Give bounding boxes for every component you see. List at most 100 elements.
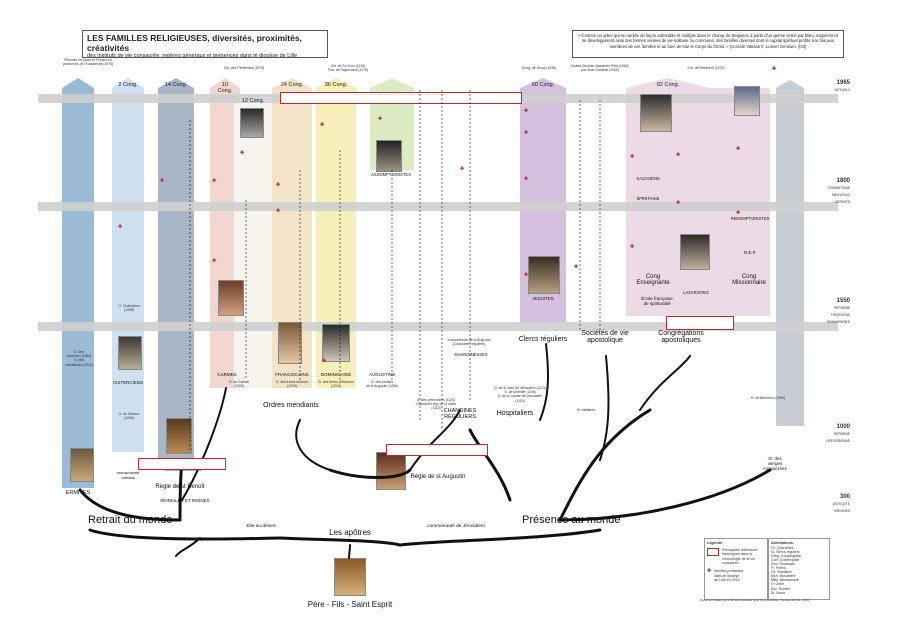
- label-cisterciens: CISTERCIENS: [112, 380, 144, 385]
- label-societes: Sociétés de vie apostolique: [581, 330, 629, 344]
- quote-box: « Comme un arbre qui se ramifie de façon…: [572, 30, 844, 58]
- node-citeaux: O. de Cîteaux (1098): [118, 412, 140, 421]
- abbr-item: Miss. Missionnaire: [771, 578, 799, 583]
- label-regle-augustin: Règle de st Augustin: [410, 474, 466, 480]
- cross-icon: ✚: [707, 567, 712, 574]
- abbr-item: Ch. Chanoines: [771, 545, 794, 550]
- label-jerusalem: communauté de Jérusalem: [427, 524, 485, 529]
- label-moniales: MONIALES ET MOINES: [160, 498, 210, 503]
- note-vatican: · · · · · · · · · · · · · · · · · · · · …: [280, 92, 522, 104]
- cross-icon: ✚: [524, 130, 529, 136]
- cross-icon: ✚: [240, 150, 245, 156]
- node-mineurs: O. des frères mineurs (1209): [275, 380, 309, 389]
- label-lazaristes: LAZARISTES: [683, 290, 709, 295]
- column-count: 36 Cong.: [324, 82, 348, 88]
- portrait-lazariste: [680, 234, 710, 270]
- cross-icon: ✚: [460, 166, 465, 172]
- top-note: Cnt. des Pénitentes (1975): [223, 66, 265, 70]
- cross-icon: ✚: [118, 224, 123, 230]
- abbr-item: Cl. Clercs réguliers: [771, 549, 800, 554]
- node-chanoinesses: chanoinesses de st Augustin (Chanoines r…: [447, 338, 491, 347]
- era-band-1550: [38, 322, 838, 331]
- node-carmel: O. du Carmel (1200): [228, 380, 250, 389]
- label-cong-missionnaire: Cong Missionnaire: [732, 274, 766, 286]
- column-ermites: [62, 78, 94, 488]
- top-note: Institut Séculier Nazaréen Petit (1965) …: [571, 64, 629, 73]
- portrait-franciscain: [278, 322, 302, 364]
- label-augustins: AUGUSTINS: [368, 372, 396, 377]
- column-vierges: [776, 80, 804, 426]
- abbr-item: O. Ordre: [771, 582, 785, 587]
- node-militaires: O. militaires: [577, 408, 595, 412]
- legend-item: familles présentes dans le diocèse de Li…: [714, 568, 744, 583]
- label-retrait: Retrait du monde: [88, 514, 173, 526]
- portrait-jesuite: [528, 256, 560, 294]
- cross-icon: ✚: [676, 200, 681, 206]
- abbr-item: Cong. Congrégation: [771, 553, 802, 558]
- legend-title: Légende:: [707, 541, 723, 545]
- note-benedict: [138, 458, 226, 470]
- note-vatican-ii: [666, 316, 734, 330]
- abbr-item: Sr. Soeur: [771, 590, 786, 595]
- abbr-item: Soc. Société: [771, 586, 791, 591]
- cross-icon: ✚: [524, 176, 529, 182]
- abbr-item: Fd. Fondation: [771, 570, 792, 575]
- era-band-1800: [38, 202, 838, 211]
- cross-icon: ✚: [630, 154, 635, 160]
- cross-icon: ✚: [378, 116, 383, 122]
- label-salesiens: SALESIENS: [636, 176, 660, 181]
- portrait-salesien: [640, 94, 672, 132]
- portrait-missionnaire: [734, 86, 760, 116]
- portrait-12cong: [240, 108, 264, 138]
- cross-icon: ✚: [630, 244, 635, 250]
- top-note: Cong. de Jésus (1535): [521, 66, 557, 70]
- cross-icon: ✚: [276, 208, 281, 214]
- label-clercs: Clercs réguliers: [518, 336, 568, 343]
- cross-icon: ✚: [524, 272, 529, 278]
- abbr-item: Mon. Monastère: [771, 574, 796, 579]
- column-dominicains: [316, 78, 356, 388]
- abbr-item: Cont. Contemplatif: [771, 557, 800, 562]
- title-box: LES FAMILLES RELIGIEUSES, diversités, pr…: [82, 30, 328, 59]
- column-franciscains: [272, 78, 312, 388]
- node-premontres: O. des prémontrés (1120) Chanoines rég. …: [415, 398, 457, 411]
- legend-item: Principales références historiques dans …: [722, 547, 758, 566]
- portrait-carme: [218, 280, 244, 316]
- note-augustin: [386, 444, 488, 456]
- portrait-ermite: [70, 448, 94, 482]
- label-chanoinesses: CHANOINESSES: [454, 352, 488, 357]
- label-redemptoristes: REDEMPTORISTES: [730, 216, 770, 221]
- abbr-title: Abréviations:: [771, 541, 794, 545]
- label-assomptionistes: ASSOMPTIONISTES: [370, 172, 412, 177]
- label-monachisme: monachisme oriental: [116, 470, 140, 480]
- label-carmes: CARMES: [217, 372, 237, 377]
- column-benedictins: [158, 78, 194, 458]
- label-presence: Présence au monde: [522, 514, 621, 526]
- column-count: 24 Cong.: [280, 82, 304, 88]
- portrait-dominicain: [322, 324, 350, 362]
- portrait-assomptioniste: [376, 140, 402, 172]
- column-count: 2 Cong.: [118, 82, 138, 88]
- legend: Légende: Principales références historiq…: [704, 538, 768, 600]
- cross-icon: ✚: [772, 66, 777, 72]
- portrait-benedictin: [166, 418, 192, 454]
- top-note: Cnt. de St. Dom (1216) Frat. de Payennie…: [327, 64, 369, 73]
- label-ermites: ERMITES: [65, 490, 91, 496]
- footnote: Document réalisé par le Service diocésai…: [700, 598, 810, 602]
- label-franciscains: FRANCISCAINS: [275, 372, 309, 377]
- cross-icon: ✚: [524, 108, 529, 114]
- node-bethleem: O. de Bethléem (1950): [750, 396, 786, 400]
- node-hospitaliers-ordres: O. de st Jean de Jérusalem (1113) O. de …: [494, 386, 546, 403]
- portrait-trinite: [334, 558, 366, 596]
- column-count: 12 Cong.: [241, 98, 265, 104]
- label-hospitaliers: Hospitaliers: [496, 410, 534, 417]
- cross-icon: ✚: [322, 358, 327, 364]
- cross-icon: ✚: [212, 178, 217, 184]
- cross-icon: ✚: [676, 152, 681, 158]
